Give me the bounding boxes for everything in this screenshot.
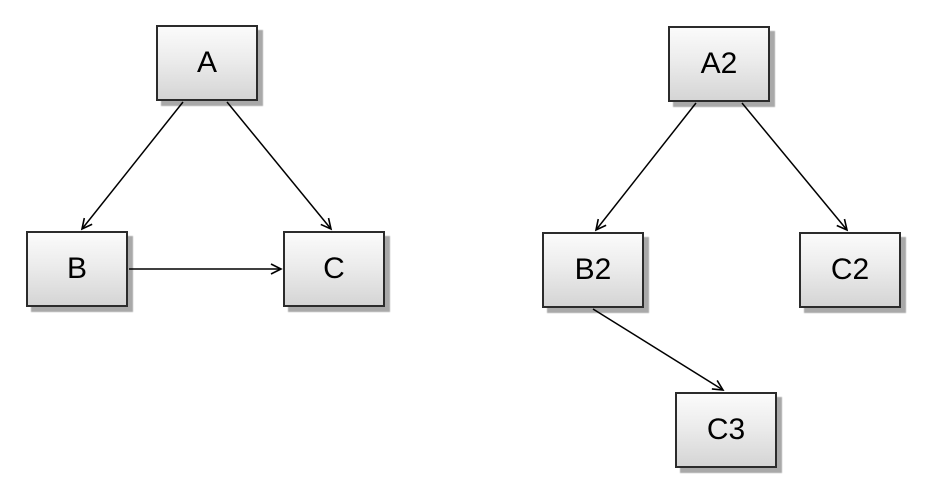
- node-a2-label: A2: [700, 47, 738, 80]
- node-a[interactable]: A: [156, 25, 258, 101]
- node-b2[interactable]: B2: [542, 232, 644, 308]
- node-a-label: A: [196, 46, 217, 79]
- node-b[interactable]: B: [26, 231, 128, 307]
- node-a2[interactable]: A2: [668, 26, 770, 102]
- edge-b2-c3: [592, 308, 725, 391]
- node-c2-label: C2: [830, 253, 870, 286]
- node-c[interactable]: C: [283, 231, 385, 307]
- edge-a2-c2: [741, 102, 849, 232]
- node-b2-label: B2: [574, 253, 612, 286]
- node-c2[interactable]: C2: [799, 232, 901, 308]
- node-c3[interactable]: C3: [675, 392, 777, 468]
- node-c3-label: C3: [706, 413, 746, 446]
- edge-a-b: [80, 101, 184, 231]
- node-c-label: C: [323, 252, 345, 285]
- edge-a-c: [226, 101, 333, 231]
- node-b-label: B: [66, 252, 87, 285]
- edge-a2-b2: [594, 102, 697, 232]
